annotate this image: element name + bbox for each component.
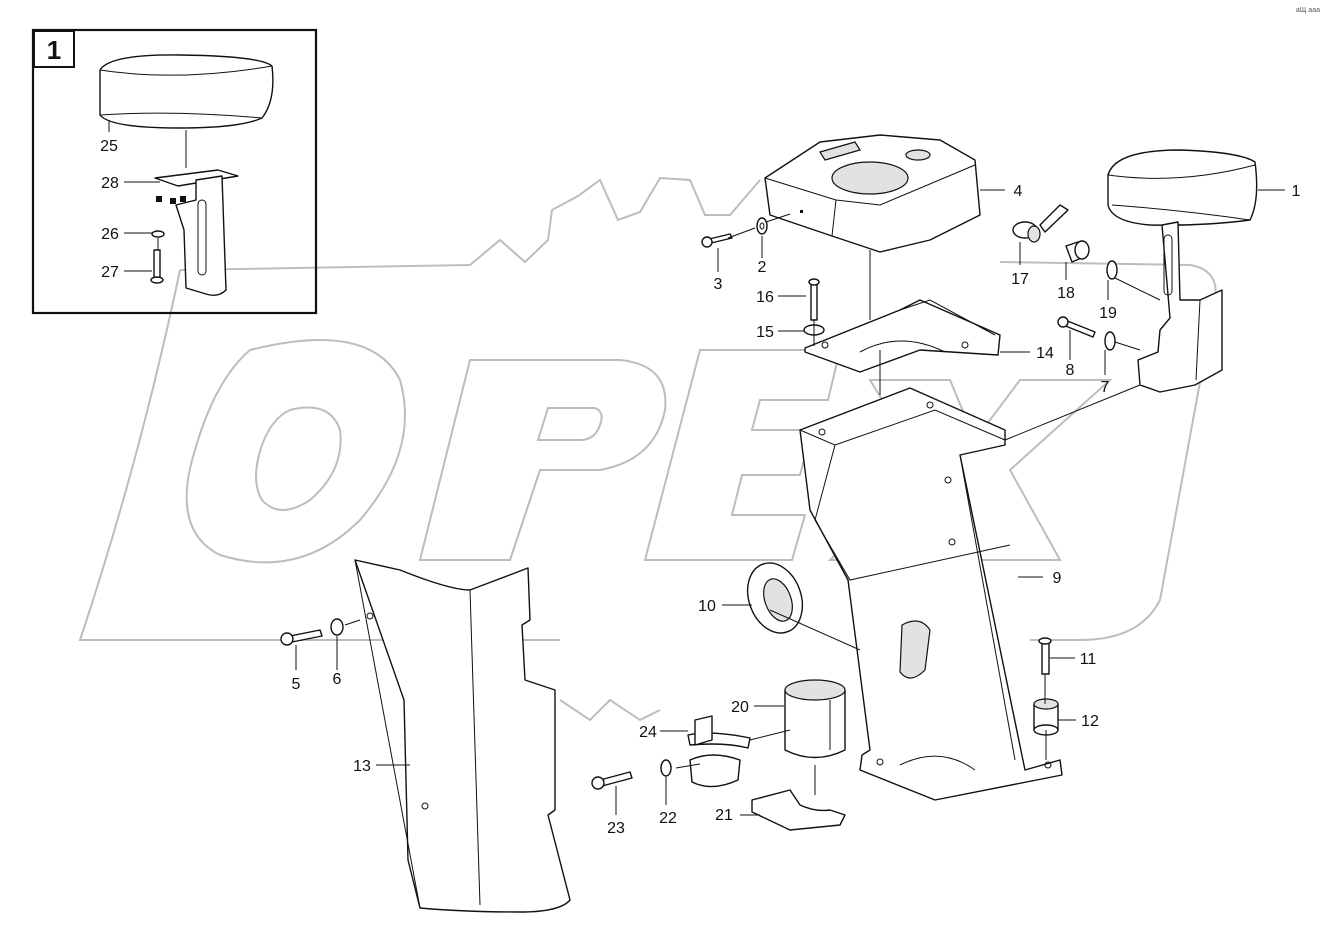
callout-23: 23	[607, 820, 625, 837]
washer-6	[330, 618, 344, 636]
bolt-11	[1038, 637, 1052, 675]
callout-9: 9	[1053, 570, 1062, 587]
callout-4: 4	[1014, 183, 1023, 200]
armrest-cushion	[1107, 149, 1258, 226]
spacer-18	[1065, 240, 1090, 263]
bolt-23	[591, 771, 633, 790]
callout-2: 2	[758, 259, 767, 276]
watermark-gear	[78, 176, 1217, 722]
callout-18: 18	[1057, 285, 1075, 302]
inset-box: 1	[31, 28, 318, 315]
callout-26: 26	[101, 226, 119, 243]
callout-14: 14	[1036, 345, 1054, 362]
callout-15: 15	[756, 324, 774, 341]
callout-10: 10	[698, 598, 716, 615]
inset-number: 1	[47, 35, 61, 65]
hose-clip	[687, 715, 751, 788]
callout-24: 24	[639, 724, 657, 741]
washer-7	[1104, 331, 1116, 351]
boot-sleeve	[784, 679, 846, 759]
washer-small	[151, 230, 165, 238]
grommet	[746, 562, 804, 634]
callout-8: 8	[1066, 362, 1075, 379]
callout-22: 22	[659, 810, 677, 827]
bolt-8	[1057, 316, 1096, 338]
bolt-5	[280, 629, 323, 646]
screw-3	[701, 233, 733, 248]
corner-mark: аЩ ааа	[1296, 7, 1320, 14]
callout-21: 21	[715, 807, 733, 824]
side-panel	[354, 559, 571, 913]
washer-19	[1106, 260, 1118, 280]
callout-6: 6	[333, 671, 342, 688]
screw-small	[150, 249, 164, 284]
leader-lines	[108, 120, 1285, 816]
callout-3: 3	[714, 276, 723, 293]
bolt-16	[808, 278, 820, 321]
callout-7: 7	[1101, 379, 1110, 396]
console-cover	[764, 134, 981, 253]
mounting-plate	[804, 299, 1001, 373]
callout-17: 17	[1011, 271, 1029, 288]
bushing-12	[1033, 698, 1059, 736]
console-frame	[799, 387, 1063, 801]
callout-labels: 1 2 3 4 5 6 7 8 9 10 11 12 13 14 15 16 1…	[100, 138, 1300, 837]
callout-5: 5	[292, 676, 301, 693]
callout-11: 11	[1080, 651, 1097, 668]
callout-13: 13	[353, 758, 371, 775]
callout-20: 20	[731, 699, 749, 716]
callout-1: 1	[1292, 183, 1301, 200]
callout-16: 16	[756, 289, 774, 306]
armrest-bracket	[1137, 221, 1223, 393]
washer-2	[756, 217, 768, 235]
callout-25: 25	[100, 138, 118, 155]
callout-19: 19	[1099, 305, 1117, 322]
callout-28: 28	[101, 175, 119, 192]
armrest-cushion-small	[99, 54, 274, 129]
callout-27: 27	[101, 264, 119, 281]
cover-plate	[751, 789, 846, 831]
callout-12: 12	[1081, 713, 1099, 730]
washer-22	[660, 759, 672, 777]
armrest-bracket-small	[154, 169, 239, 297]
adjustment-lever	[1012, 204, 1069, 243]
